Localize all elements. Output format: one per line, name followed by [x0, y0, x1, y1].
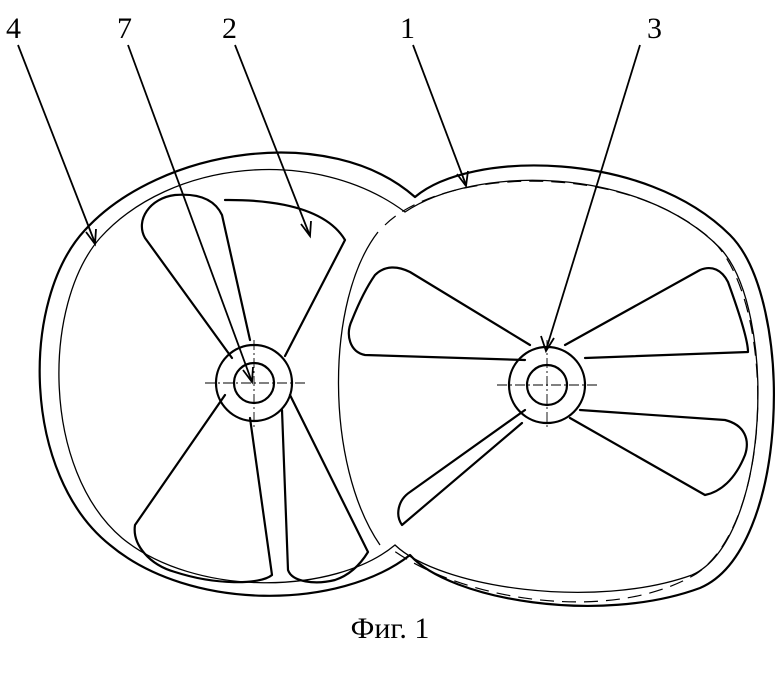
right-chamber-dashed-boundary	[385, 181, 758, 602]
right-rotor-blade-top-right	[565, 268, 748, 358]
left-rotor	[135, 195, 368, 583]
ref-numeral-2: 2	[222, 12, 237, 45]
leader-line-4	[18, 45, 95, 243]
leader-arrow-2	[301, 221, 311, 236]
right-rotor-blade-left	[349, 267, 530, 360]
left-rotor-blade-bottom-left	[135, 395, 272, 582]
leader-line-3	[546, 45, 640, 350]
leader-line-7	[128, 45, 252, 382]
ref-numeral-4: 4	[6, 12, 21, 45]
leader-line-1	[413, 45, 466, 185]
housing-outer-contour	[40, 153, 774, 606]
ref-numeral-3: 3	[647, 12, 662, 45]
right-rotor-blade-bottom	[398, 410, 525, 525]
housing-inner-contour	[59, 170, 758, 593]
right-chamber-inner-arc	[338, 232, 380, 545]
leader-line-2	[235, 45, 310, 236]
left-rotor-blade-right	[225, 200, 345, 356]
ref-numeral-1: 1	[400, 12, 415, 45]
ref-numeral-7: 7	[117, 12, 132, 45]
right-rotor-blade-right	[570, 410, 747, 495]
left-rotor-blade-bottom-right	[282, 395, 368, 582]
right-rotor	[349, 267, 748, 525]
figure-caption: Фиг. 1	[0, 612, 780, 646]
